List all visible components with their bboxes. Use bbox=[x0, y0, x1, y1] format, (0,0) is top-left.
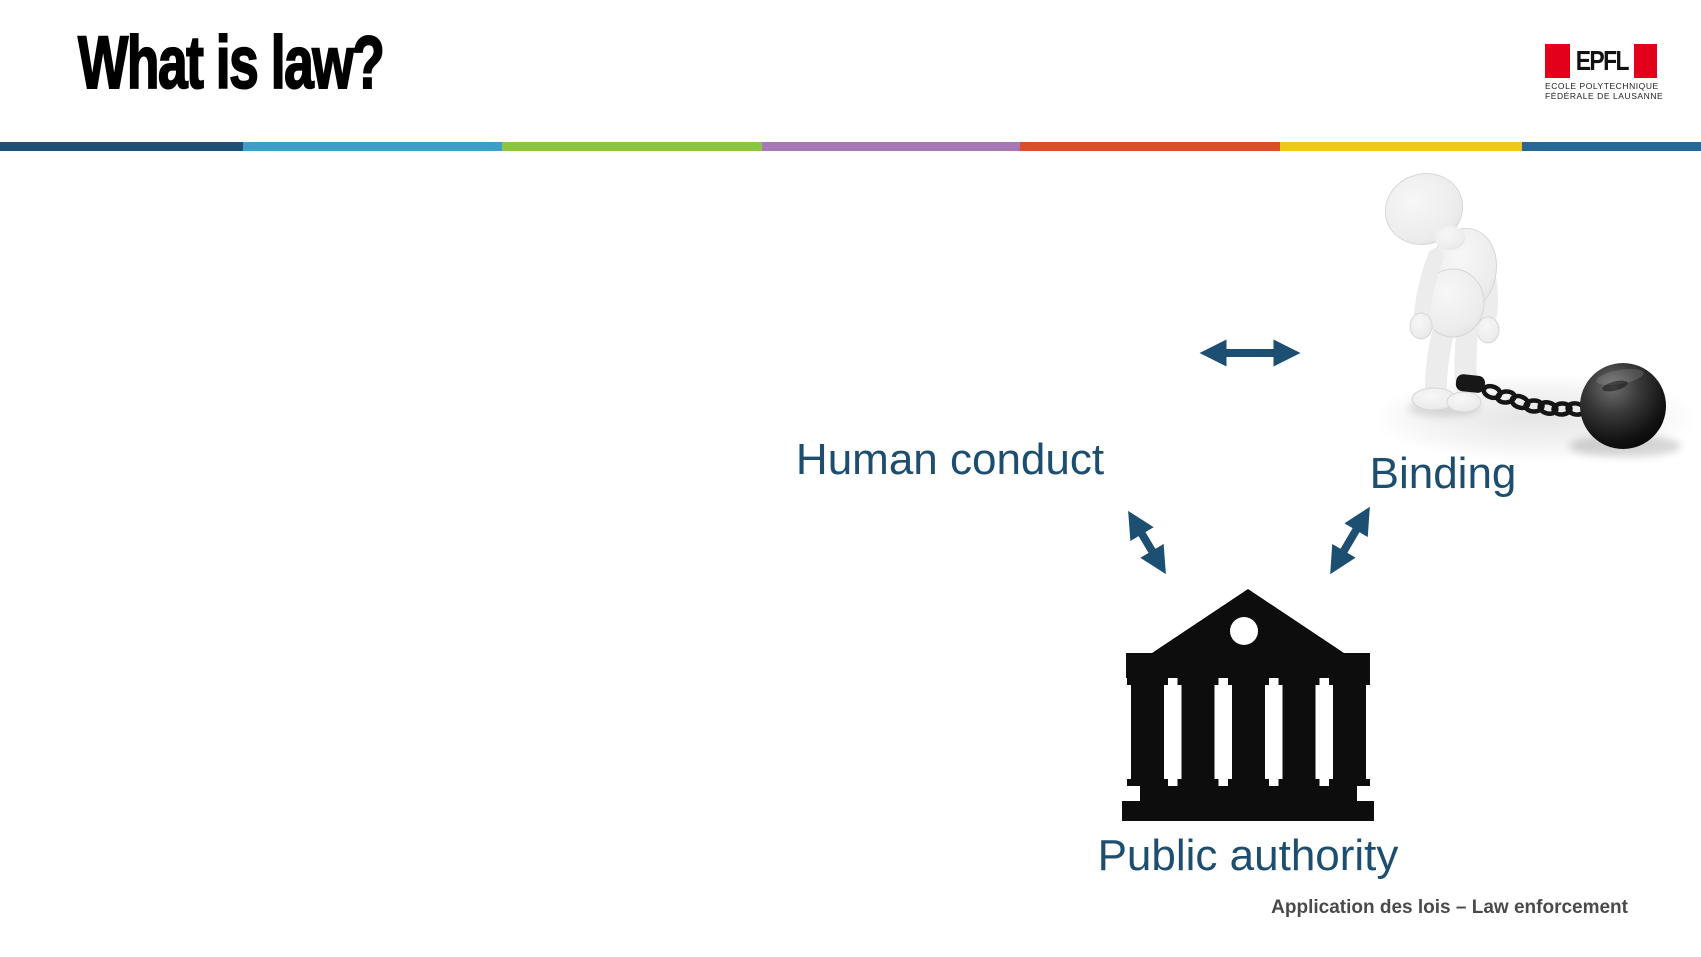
building-entablature bbox=[1126, 653, 1370, 678]
page-title: What is law? bbox=[77, 21, 385, 104]
shackle-cuff-icon bbox=[1455, 374, 1486, 393]
epfl-logo-acronym: EPFL bbox=[1575, 45, 1630, 76]
building-step-lower bbox=[1122, 801, 1374, 821]
building-pediment-circle bbox=[1230, 617, 1258, 645]
label-binding: Binding bbox=[1369, 449, 1517, 498]
epfl-logo-band: EPFL bbox=[1545, 44, 1657, 78]
double-arrow-diagonal-right-icon bbox=[1330, 506, 1370, 575]
double-arrow-diagonal-left-icon bbox=[1128, 510, 1166, 575]
figure-head bbox=[1384, 173, 1464, 245]
stripe-segment bbox=[1280, 142, 1522, 151]
epfl-logo-red-block-left bbox=[1545, 44, 1570, 78]
epfl-logo-red-block-right bbox=[1633, 44, 1657, 78]
epfl-logo-line1: ECOLE POLYTECHNIQUE bbox=[1545, 81, 1659, 91]
figure-neck bbox=[1435, 226, 1465, 250]
divider-stripe bbox=[0, 142, 1701, 151]
stripe-segment bbox=[1522, 142, 1701, 151]
epfl-logo-subtitle: ECOLE POLYTECHNIQUE FÉDÉRALE DE LAUSANNE bbox=[1545, 81, 1664, 102]
stripe-segment bbox=[243, 142, 502, 151]
slide-footer: Application des lois – Law enforcement bbox=[1271, 897, 1628, 918]
relation-arrows bbox=[1128, 339, 1370, 575]
building-columns bbox=[1127, 678, 1370, 786]
label-human-conduct: Human conduct bbox=[795, 435, 1105, 484]
epfl-logo: EPFL ECOLE POLYTECHNIQUE FÉDÉRALE DE LAU… bbox=[1545, 44, 1664, 102]
epfl-logo-line2: FÉDÉRALE DE LAUSANNE bbox=[1545, 91, 1664, 102]
label-public-authority: Public authority bbox=[1097, 831, 1399, 880]
figure-right-foot bbox=[1446, 391, 1482, 413]
figure-near-arm bbox=[1414, 248, 1444, 322]
bank-building-icon bbox=[1122, 589, 1374, 821]
iron-ball-icon bbox=[1580, 363, 1666, 449]
building-step-upper bbox=[1140, 786, 1357, 801]
figure-near-hand bbox=[1409, 312, 1433, 340]
prisoner-ball-and-chain-image bbox=[1380, 173, 1700, 462]
epfl-logo-letters-box: EPFL bbox=[1569, 44, 1634, 78]
stripe-segment bbox=[0, 142, 243, 151]
stripe-segment bbox=[502, 142, 762, 151]
stripe-segment bbox=[1020, 142, 1280, 151]
stripe-segment bbox=[762, 142, 1020, 151]
figure-far-hand bbox=[1476, 316, 1500, 344]
